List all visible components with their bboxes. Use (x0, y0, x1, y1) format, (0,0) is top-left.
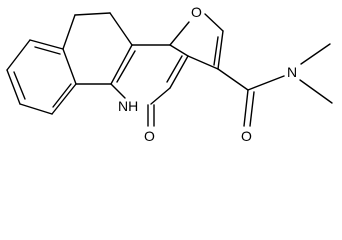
lactam-nh-label: NH (118, 98, 138, 114)
amide-oxygen-label: O (241, 128, 252, 144)
furan-oxygen-label: O (191, 4, 202, 20)
amide-nitrogen-label: N (287, 64, 297, 80)
atom-labels: O NH O O N (118, 4, 297, 144)
chemical-structure-diagram: O NH O O N (6, 4, 333, 144)
bond-lines (6, 12, 333, 127)
lactam-oxygen-label: O (144, 128, 155, 144)
